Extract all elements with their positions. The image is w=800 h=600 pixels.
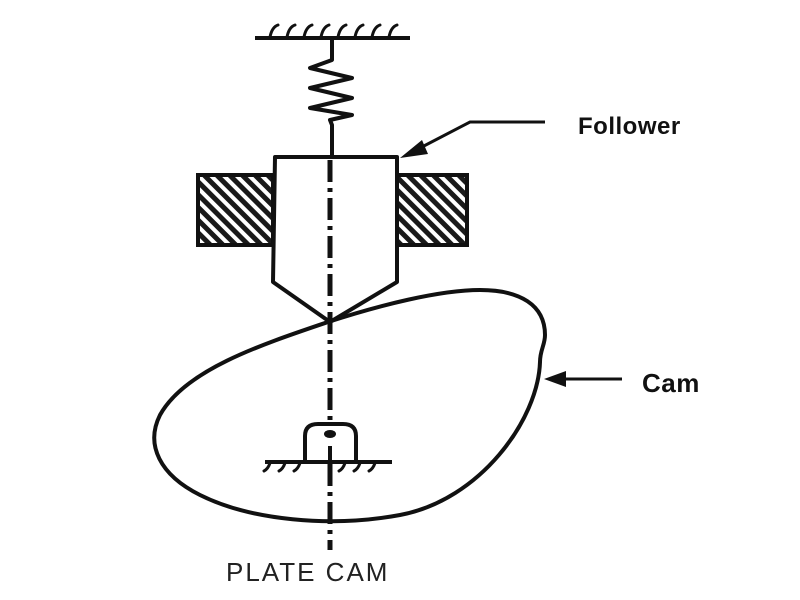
- fixed-support-top: [255, 23, 410, 40]
- follower: [271, 155, 399, 324]
- follower-arrow-icon: [400, 120, 545, 158]
- cam-label: Cam: [642, 368, 700, 398]
- follower-label: Follower: [578, 113, 681, 140]
- cam-pivot: [262, 422, 392, 473]
- cam: [152, 287, 548, 524]
- diagram-title: PLATE CAM: [226, 557, 390, 587]
- cam-arrow-icon: [544, 371, 622, 387]
- spring: [308, 38, 354, 155]
